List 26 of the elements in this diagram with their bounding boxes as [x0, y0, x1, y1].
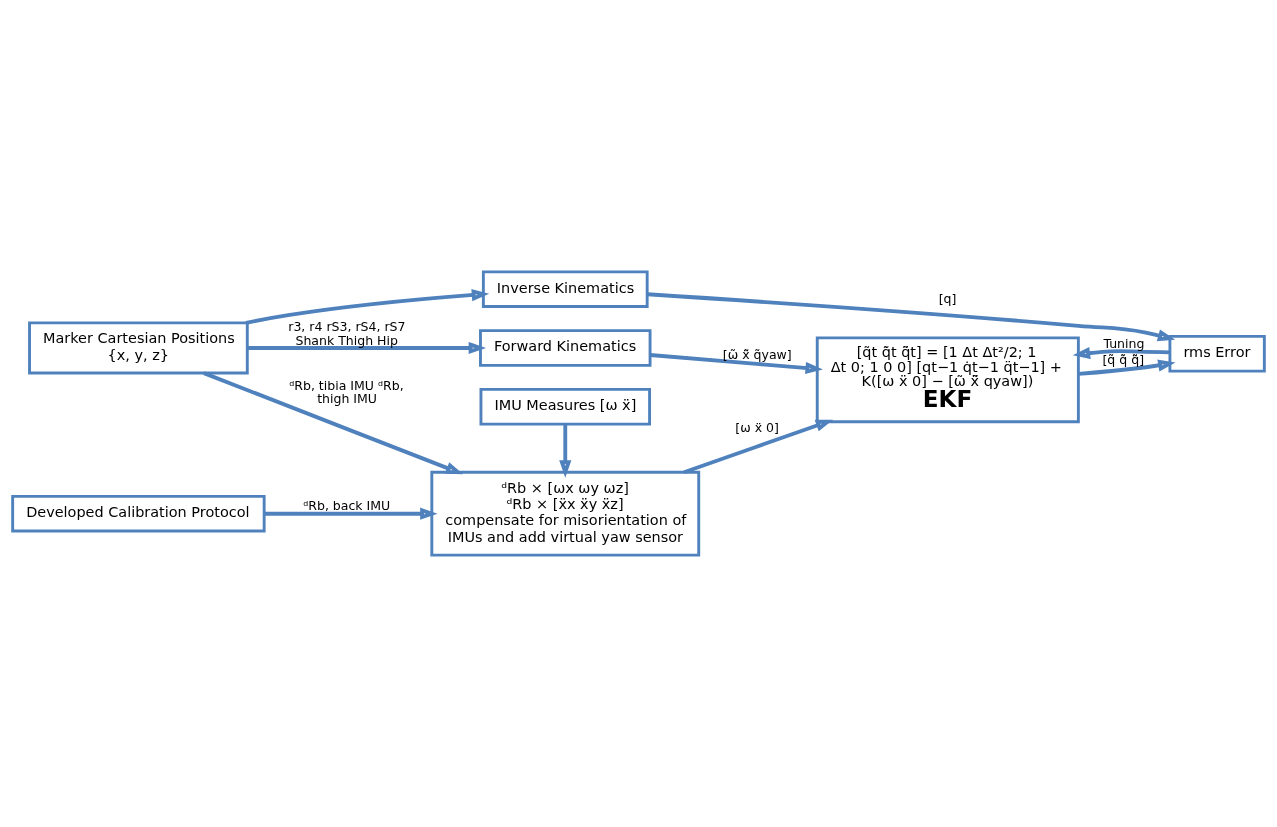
- node-box: rms Error: [1168, 334, 1266, 373]
- edge-label: [ω̃ ẍ̃ q̃yaw]: [722, 346, 792, 362]
- arrow: [650, 353, 823, 375]
- arrow: [647, 292, 1176, 342]
- node-box: ᵈRb × [ωx ωy ωz] ᵈRb × [ẍx ẍy ẍz] compensate for misorientation of IMUs and add virtual yaw sensor: [430, 470, 701, 557]
- arrow: [1072, 347, 1170, 360]
- edge-label: ᵈRb, back IMU: [303, 498, 391, 514]
- arrow: [1078, 359, 1176, 376]
- node-box: IMU Measures [ω ẍ]: [479, 387, 652, 426]
- arrow: [203, 371, 464, 475]
- arrow: [683, 419, 834, 475]
- node-box: [q̃t q̃̇t q̃̈t] = [1 Δt Δt²/2; 1 Δt 0; 1 0 0] [qt−1 q̇t−1 q̈t−1] + K([ω ẍ 0] − [ω̃ ẍ̃ qyaw]) EKF: [815, 336, 1080, 424]
- edge-label: [ω ẍ 0]: [735, 420, 779, 436]
- edge-label: Tuning: [1103, 336, 1145, 352]
- arrow: [245, 289, 490, 325]
- arrow: [264, 507, 438, 520]
- edge-label: [q]: [938, 291, 957, 307]
- edge-label: [q̃ q̃̇ q̃̈]: [1102, 351, 1145, 367]
- node-box: Inverse Kinematics: [481, 270, 649, 308]
- arrow: [559, 424, 572, 478]
- arrow: [247, 341, 487, 355]
- node-box: Marker Cartesian Positions {x, y, z}: [28, 321, 249, 375]
- edge-label: r3, r4 rS3, rS4, rS7 Shank Thigh Hip: [288, 319, 406, 348]
- node-box: Forward Kinematics: [479, 329, 652, 367]
- node-box: Developed Calibration Protocol: [11, 494, 266, 533]
- edge-label: ᵈRb, tibia IMU ᵈRb, thigh IMU: [289, 377, 404, 407]
